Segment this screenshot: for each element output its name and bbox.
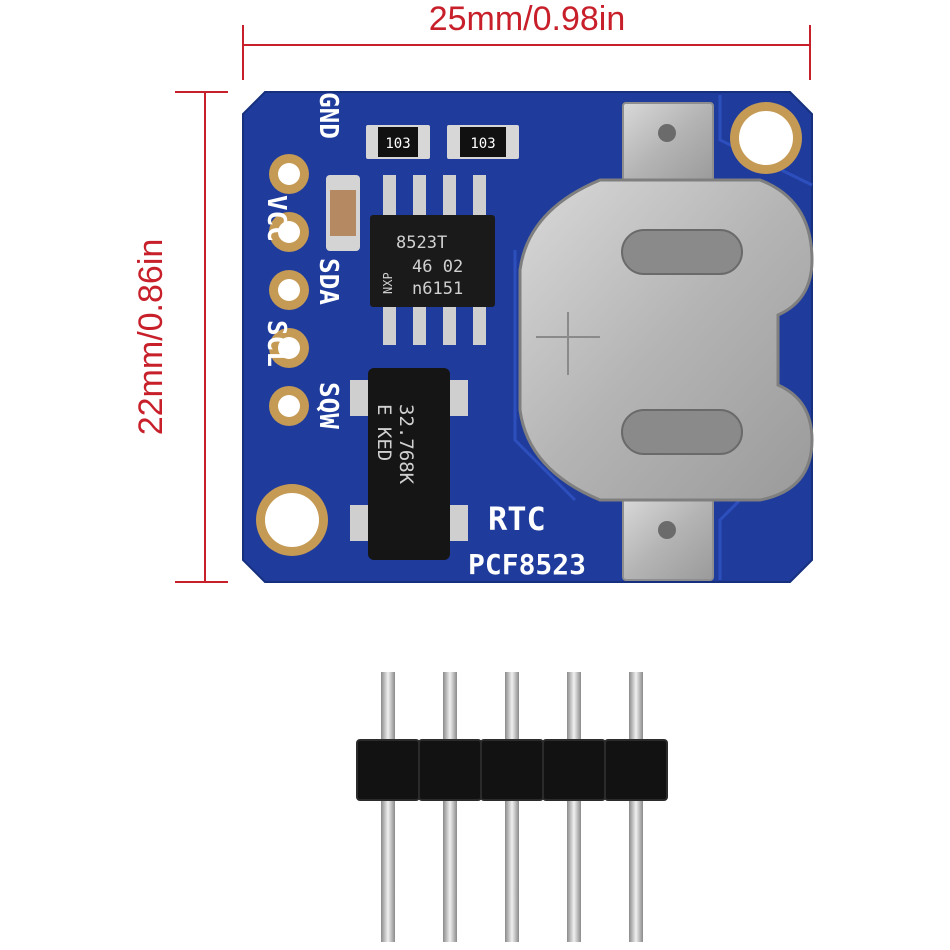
board-subtitle: PCF8523	[468, 548, 586, 581]
header-housing-segment	[418, 739, 482, 801]
board-title: RTC	[488, 500, 546, 538]
header-housing-segment	[604, 739, 668, 801]
pin-label-scl: SCL	[261, 320, 291, 367]
header-housing-segment	[480, 739, 544, 801]
header-pin	[443, 672, 457, 942]
width-label: 25mm/0.98in	[429, 0, 626, 38]
battery-holder	[518, 102, 814, 581]
rtc-chip: 8523T 46 02 n6151 NXP	[370, 175, 495, 345]
height-dimension: 22mm/0.86in	[132, 91, 228, 583]
chip-text-line3: n6151	[412, 279, 463, 299]
pin-label-sqw: SQW	[313, 382, 343, 429]
header-pin	[629, 672, 643, 942]
resistor-1-code: 103	[385, 136, 410, 152]
header-pin	[567, 672, 581, 942]
chip-text-line2: 46 02	[412, 257, 463, 277]
pcb-board: GND VCC SDA SCL SQW 103 103	[242, 91, 814, 583]
chip-text-line1: 8523T	[396, 233, 447, 253]
width-dimension: 25mm/0.98in	[242, 0, 811, 80]
crystal-text-line2: E KED	[373, 404, 395, 461]
pin-pads	[269, 154, 309, 426]
chip-brand: NXP	[381, 272, 395, 294]
mounting-hole-top-right	[730, 102, 802, 174]
header-housing-segment	[356, 739, 420, 801]
height-label: 22mm/0.86in	[132, 239, 170, 436]
crystal-oscillator: 32.768K E KED	[350, 368, 468, 560]
header-housing-segment	[542, 739, 606, 801]
pin-label-vcc: VCC	[261, 195, 291, 242]
pin-label-gnd: GND	[313, 92, 343, 139]
plus-icon	[536, 312, 600, 375]
mounting-hole-bottom-left	[256, 484, 328, 556]
pin-header	[356, 672, 668, 942]
resistor-1: 103	[366, 125, 430, 159]
resistor-2-code: 103	[470, 136, 495, 152]
header-pin	[505, 672, 519, 942]
pin-label-sda: SDA	[313, 258, 343, 305]
capacitor	[326, 175, 360, 251]
header-pin	[381, 672, 395, 942]
crystal-text-line1: 32.768K	[395, 404, 417, 485]
resistor-2: 103	[447, 125, 519, 159]
